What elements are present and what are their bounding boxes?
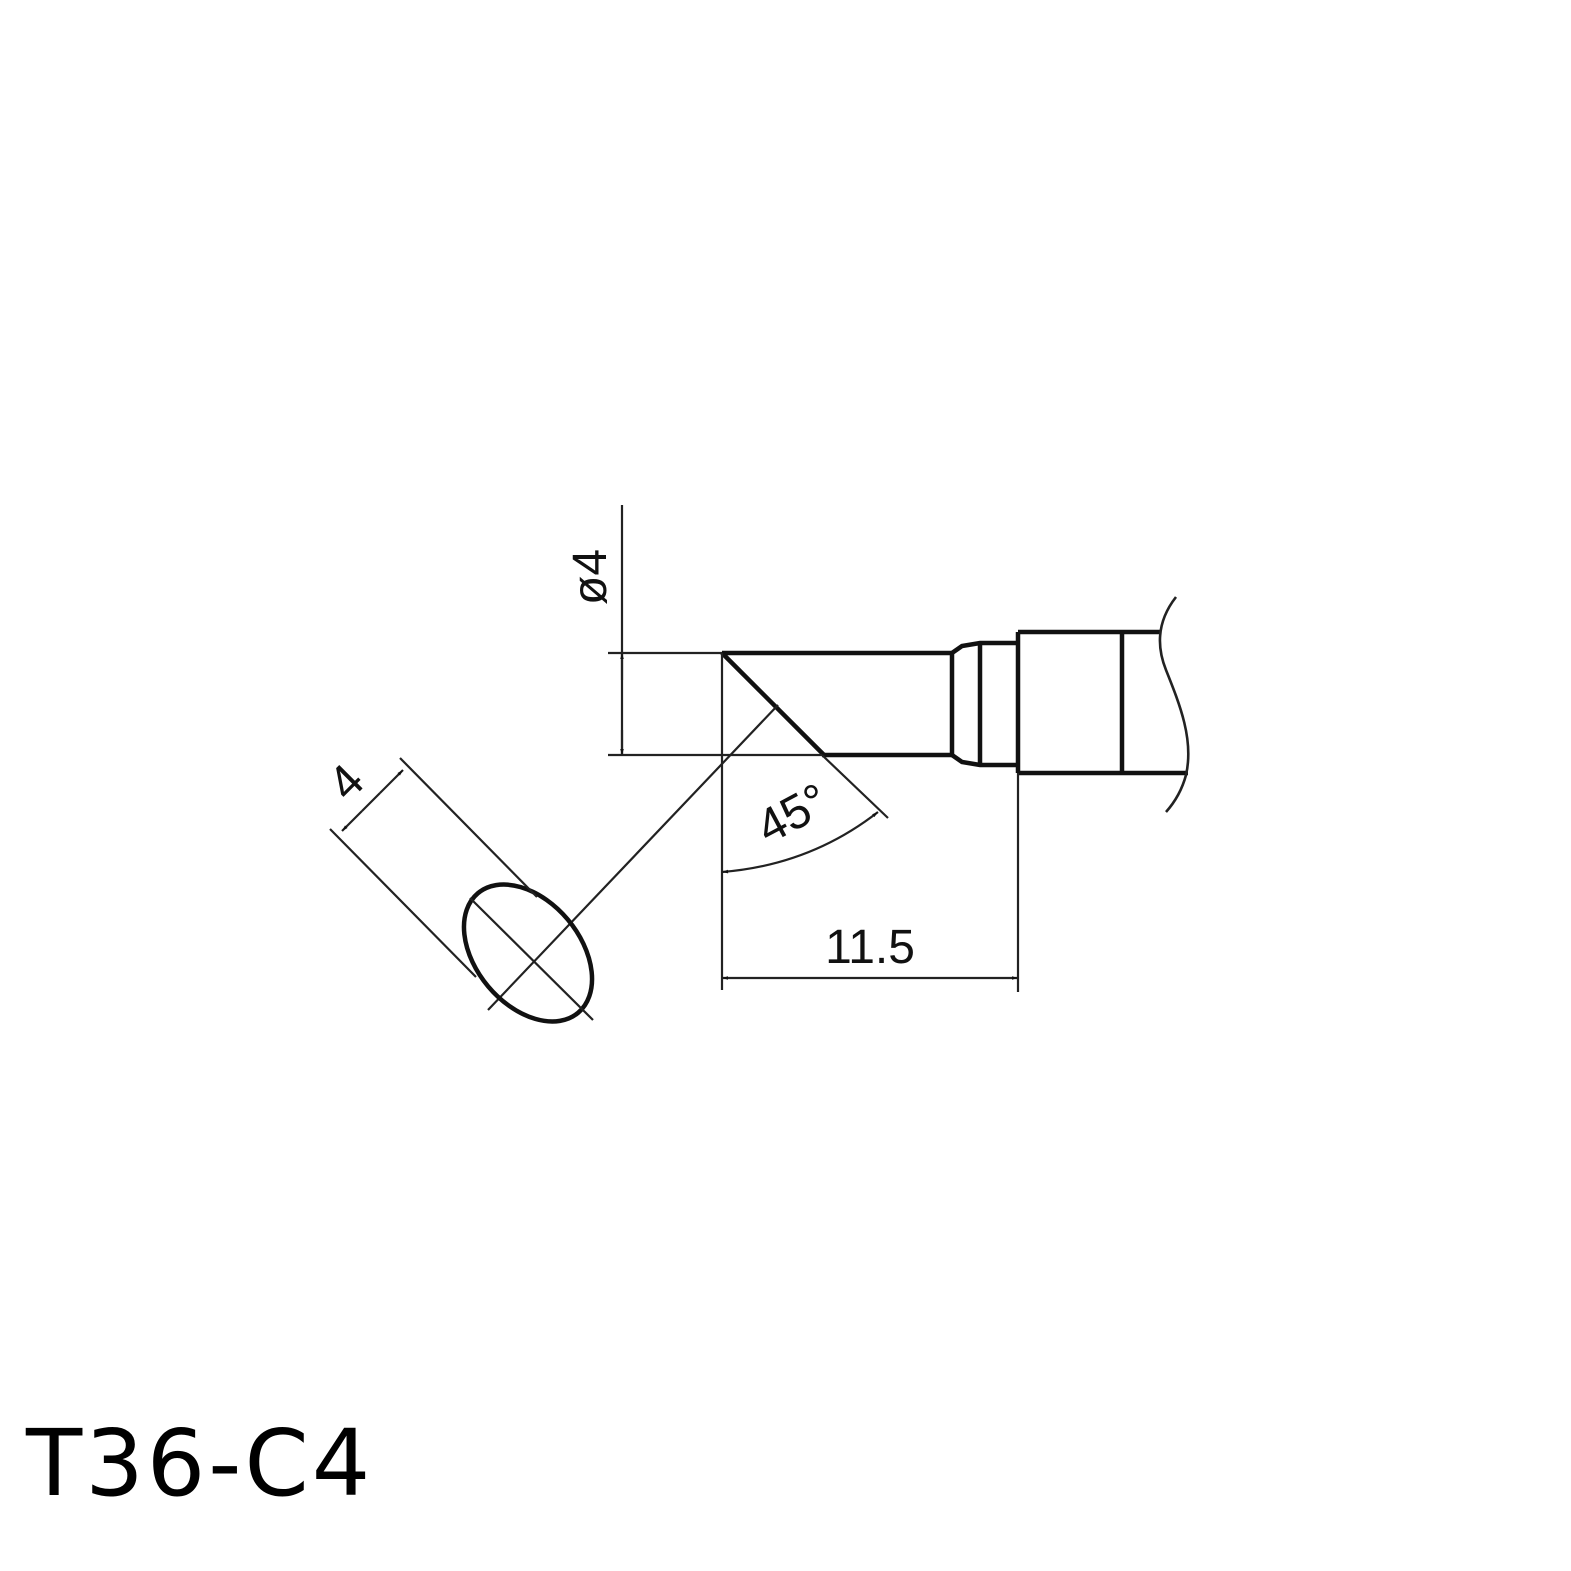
face-width-label: 4 [318, 754, 374, 810]
angle-label: 45° [748, 774, 837, 855]
face-section-view: 4 [318, 653, 779, 1024]
model-title: T36-C4 [26, 1410, 374, 1517]
diameter-dimension: ø4 [564, 505, 822, 757]
angle-dimension: 45° [721, 754, 889, 874]
length-label: 11.5 [825, 921, 915, 974]
tip-body [720, 596, 1190, 813]
length-dimension: 11.5 [722, 773, 1020, 992]
diameter-label: ø4 [564, 549, 617, 605]
